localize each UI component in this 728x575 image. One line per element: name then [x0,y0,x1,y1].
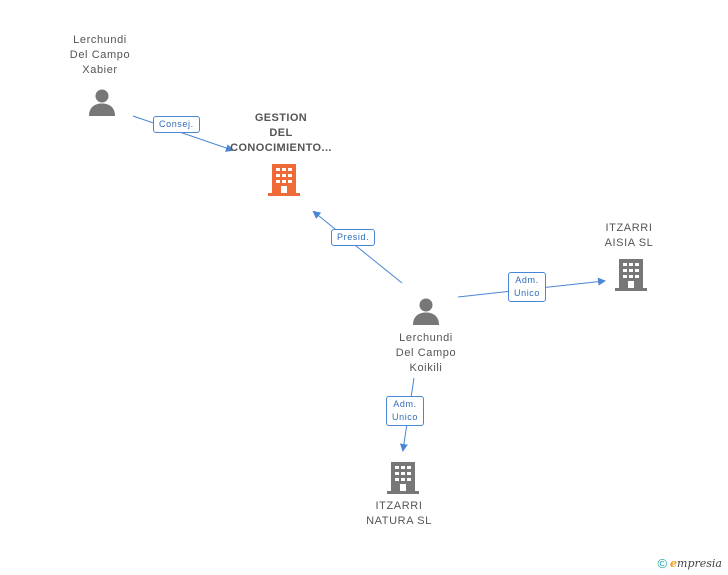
edge-adm-natura-line-2: Unico [392,412,419,422]
edge-label-presid[interactable]: Presid. [331,229,376,246]
node-natura-label[interactable]: ITZARRI NATURA SL [352,499,446,529]
node-aisia-line-2: AISIA SL [604,237,654,249]
node-gestion-line-1: GESTION [254,112,308,124]
brand-name: mpresia [677,557,722,570]
node-xabier-line-2: Del Campo [69,49,131,61]
node-natura-line-1: ITZARRI [375,500,423,512]
footer-brand: © empresia [657,556,722,571]
brand-logo: empresia [670,557,722,570]
brand-initial: e [670,557,678,570]
node-xabier-line-1: Lerchundi [73,34,127,46]
building-icon[interactable] [615,257,647,291]
person-icon[interactable] [87,87,117,117]
node-koikili-line-3: Koikili [409,362,443,374]
node-gestion-label[interactable]: GESTION DEL CONOCIMIENTO... [221,111,341,156]
edge-adm-natura-line-1: Adm. [393,399,417,409]
node-koikili-line-2: Del Campo [395,347,457,359]
node-xabier-label[interactable]: Lerchundi Del Campo Xabier [52,33,148,78]
edge-consej-line [132,115,234,152]
node-natura-line-2: NATURA SL [366,515,432,527]
building-icon[interactable] [387,460,419,494]
node-xabier-line-3: Xabier [82,64,118,76]
node-koikili-label[interactable]: Lerchundi Del Campo Koikili [376,331,476,376]
copyright-icon: © [657,556,668,571]
edge-consej-text: Consej. [159,119,194,129]
node-aisia-label[interactable]: ITZARRI AISIA SL [584,221,674,251]
edge-label-adm-aisia[interactable]: Adm. Unico [508,272,547,302]
building-icon[interactable] [268,162,300,196]
node-aisia-line-1: ITZARRI [605,222,653,234]
edge-presid-line [312,210,403,284]
edge-adm-aisia-line-2: Unico [514,288,541,298]
edge-adm-aisia-line-1: Adm. [515,275,539,285]
node-koikili-line-1: Lerchundi [399,332,453,344]
edge-presid-text: Presid. [337,232,370,242]
node-gestion-line-2: DEL [269,127,293,139]
node-gestion-line-3: CONOCIMIENTO... [230,142,332,154]
edge-label-adm-natura[interactable]: Adm. Unico [386,396,425,426]
person-icon[interactable] [411,296,441,326]
edge-label-consej[interactable]: Consej. [153,116,200,133]
